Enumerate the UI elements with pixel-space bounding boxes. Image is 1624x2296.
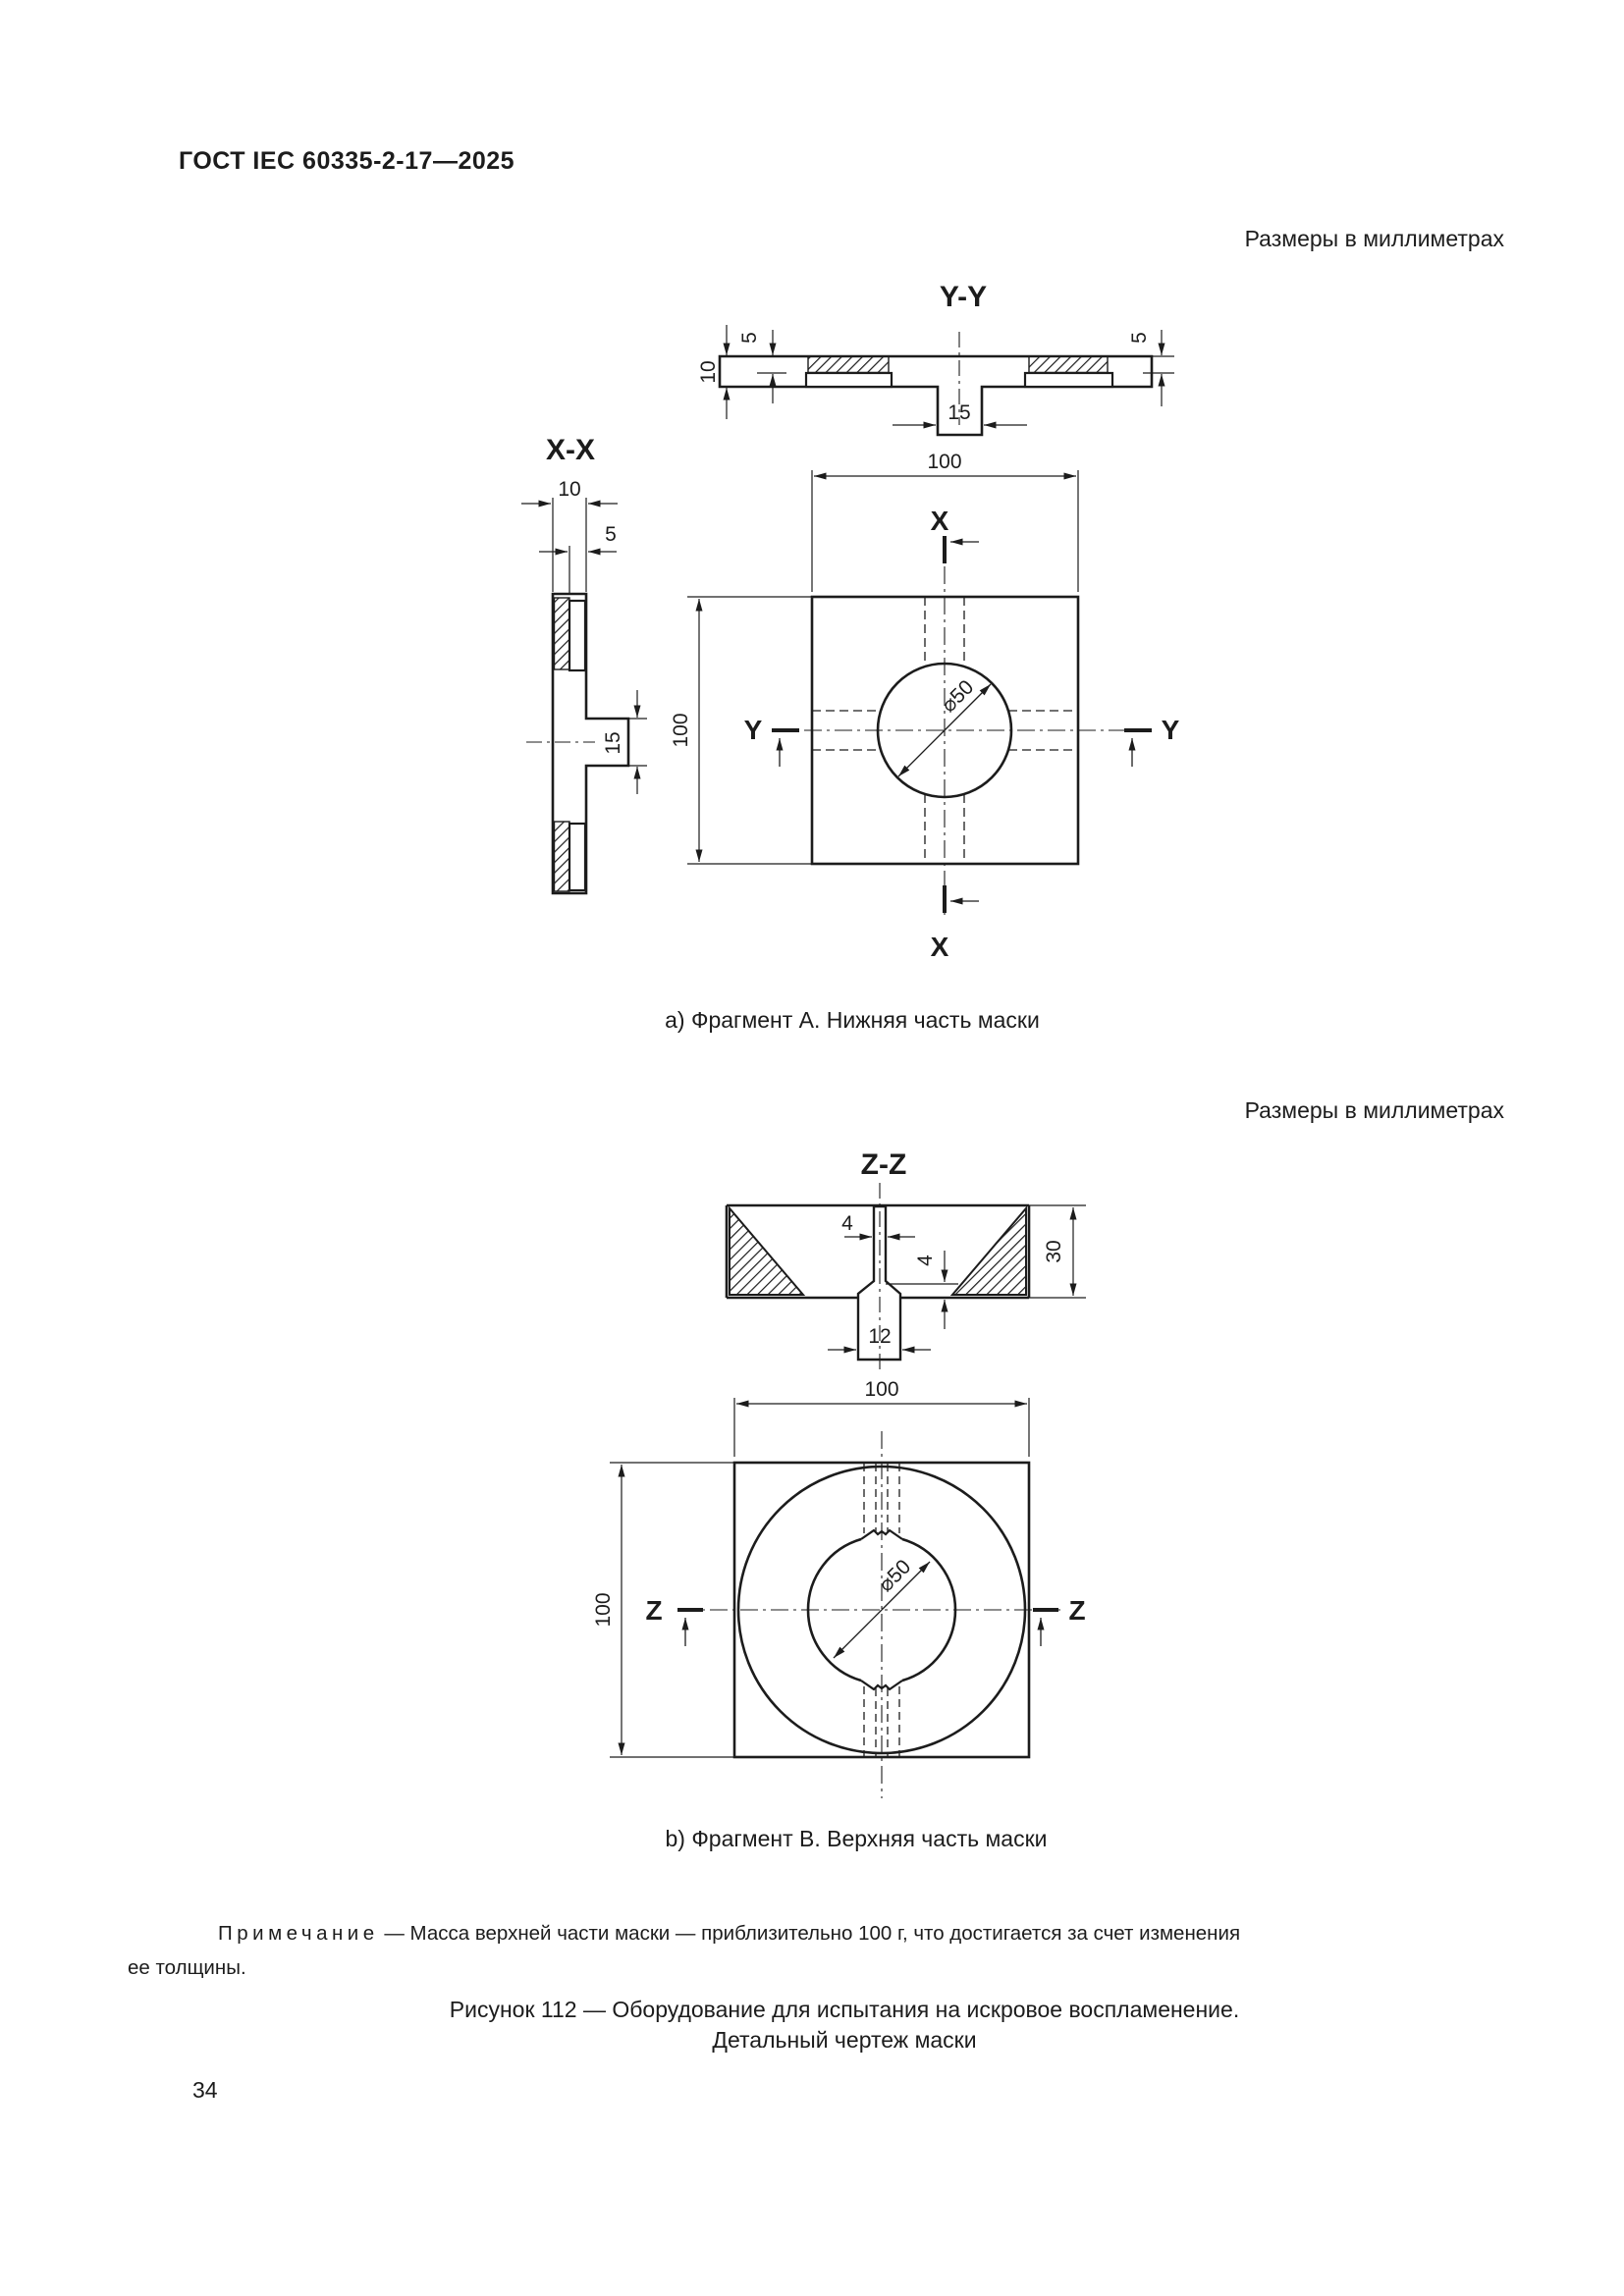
- zz-dim-30-label: 30: [1043, 1240, 1065, 1262]
- plan-a-extension-lines: [687, 470, 1079, 865]
- plan-a-dim-width-label: 100: [927, 451, 961, 473]
- xx-dim-15-label: 15: [602, 731, 624, 754]
- plan-a-centerlines: [774, 536, 1151, 915]
- figure-caption-line-1: Рисунок 112 — Оборудование для испытания…: [449, 1997, 1240, 2022]
- section-markers-z: Z Z: [645, 1595, 1086, 1646]
- plan-view-a: 100 100 ⌀50 X X Y: [670, 451, 1180, 962]
- zz-hatch-left: [729, 1205, 806, 1296]
- figure-caption-line-2: Детальный чертеж маски: [712, 2027, 977, 2053]
- note-line-1: Примечание — Масса верхней части маски —…: [128, 1916, 1526, 1950]
- zz-hatch-right: [949, 1205, 1027, 1296]
- zz-dimensions: [828, 1204, 1086, 1354]
- section-markers-y: Y Y: [744, 715, 1180, 767]
- drawing-b: Z-Z 4 4 30 12: [592, 1148, 1086, 1798]
- yy-insert-right: [1023, 371, 1114, 389]
- plan-view-b: 100 100 ⌀50 Z Z: [592, 1378, 1086, 1798]
- xx-hatch-top: [553, 597, 570, 670]
- section-yy-title: Y-Y: [940, 281, 987, 313]
- plan-a-hidden-channels: [812, 597, 1078, 864]
- document-header: ГОСТ IEC 60335-2-17—2025: [179, 147, 515, 175]
- note-label: Примечание: [218, 1922, 379, 1945]
- drawing-a: Y-Y 10 5 5 15 X: [521, 281, 1180, 962]
- xx-dim-10-label: 10: [558, 478, 580, 501]
- yy-dim-5-left-label: 5: [738, 332, 761, 344]
- page-number: 34: [192, 2077, 218, 2103]
- section-xx: X-X 10 5 15: [521, 434, 647, 895]
- zz-dim-4-top-label: 4: [841, 1212, 853, 1235]
- note-block: Примечание — Масса верхней части маски —…: [128, 1916, 1526, 1985]
- plan-a-diameter: [897, 683, 992, 777]
- yy-dim-15-label: 15: [947, 401, 970, 424]
- note-text: — Масса верхней части маски — приблизите…: [378, 1922, 1241, 1945]
- plan-b-dim-height-label: 100: [592, 1592, 615, 1627]
- plan-b-dimensions: [618, 1400, 1027, 1755]
- xx-dimensions: [521, 500, 647, 794]
- marker-x-top-label: X: [931, 506, 949, 536]
- xx-hatch-bottom: [553, 821, 570, 892]
- yy-dim-10-label: 10: [697, 360, 720, 383]
- section-zz-title: Z-Z: [861, 1148, 907, 1181]
- yy-dim-5-right-label: 5: [1128, 332, 1151, 344]
- zz-dim-12-label: 12: [868, 1325, 891, 1348]
- section-xx-title: X-X: [546, 434, 595, 466]
- plan-b-dim-width-label: 100: [864, 1378, 898, 1401]
- plan-a-dim-height-label: 100: [670, 713, 692, 747]
- caption-fragment-b: b) Фрагмент В. Верхняя часть маски: [665, 1826, 1048, 1851]
- plan-b-diameter: [833, 1561, 931, 1659]
- plan-a-dimensions: [695, 472, 1076, 862]
- units-note-middle: Размеры в миллиметрах: [1244, 1097, 1504, 1123]
- zz-dim-4-right-label: 4: [914, 1255, 937, 1266]
- units-note-top: Размеры в миллиметрах: [1244, 226, 1504, 251]
- yy-hatch-left: [807, 355, 890, 374]
- xx-insert-top: [568, 599, 587, 672]
- yy-hatch-right: [1028, 355, 1109, 374]
- section-yy: Y-Y 10 5 5 15: [697, 281, 1174, 437]
- plan-b-extension-lines: [610, 1398, 1030, 1758]
- note-line-2: ее толщины.: [128, 1956, 246, 1979]
- figure-caption: Рисунок 112 — Оборудование для испытания…: [108, 1995, 1581, 2056]
- section-zz: Z-Z 4 4 30 12: [725, 1148, 1086, 1372]
- yy-dimensions: [723, 325, 1165, 429]
- yy-insert-left: [804, 371, 893, 389]
- section-markers-x: X X: [931, 506, 979, 962]
- xx-insert-bottom: [568, 822, 587, 892]
- xx-extension-lines: [552, 498, 587, 597]
- marker-z-right-label: Z: [1068, 1595, 1085, 1626]
- marker-y-right-label: Y: [1162, 715, 1180, 745]
- marker-x-bottom-label: X: [931, 932, 949, 962]
- marker-y-left-label: Y: [744, 715, 763, 745]
- plan-b-centerlines: [679, 1431, 1060, 1798]
- marker-z-left-label: Z: [645, 1595, 662, 1626]
- caption-fragment-a: а) Фрагмент А. Нижняя часть маски: [665, 1007, 1040, 1033]
- yy-extension-lines: [757, 355, 1174, 374]
- xx-dim-5-label: 5: [605, 523, 617, 546]
